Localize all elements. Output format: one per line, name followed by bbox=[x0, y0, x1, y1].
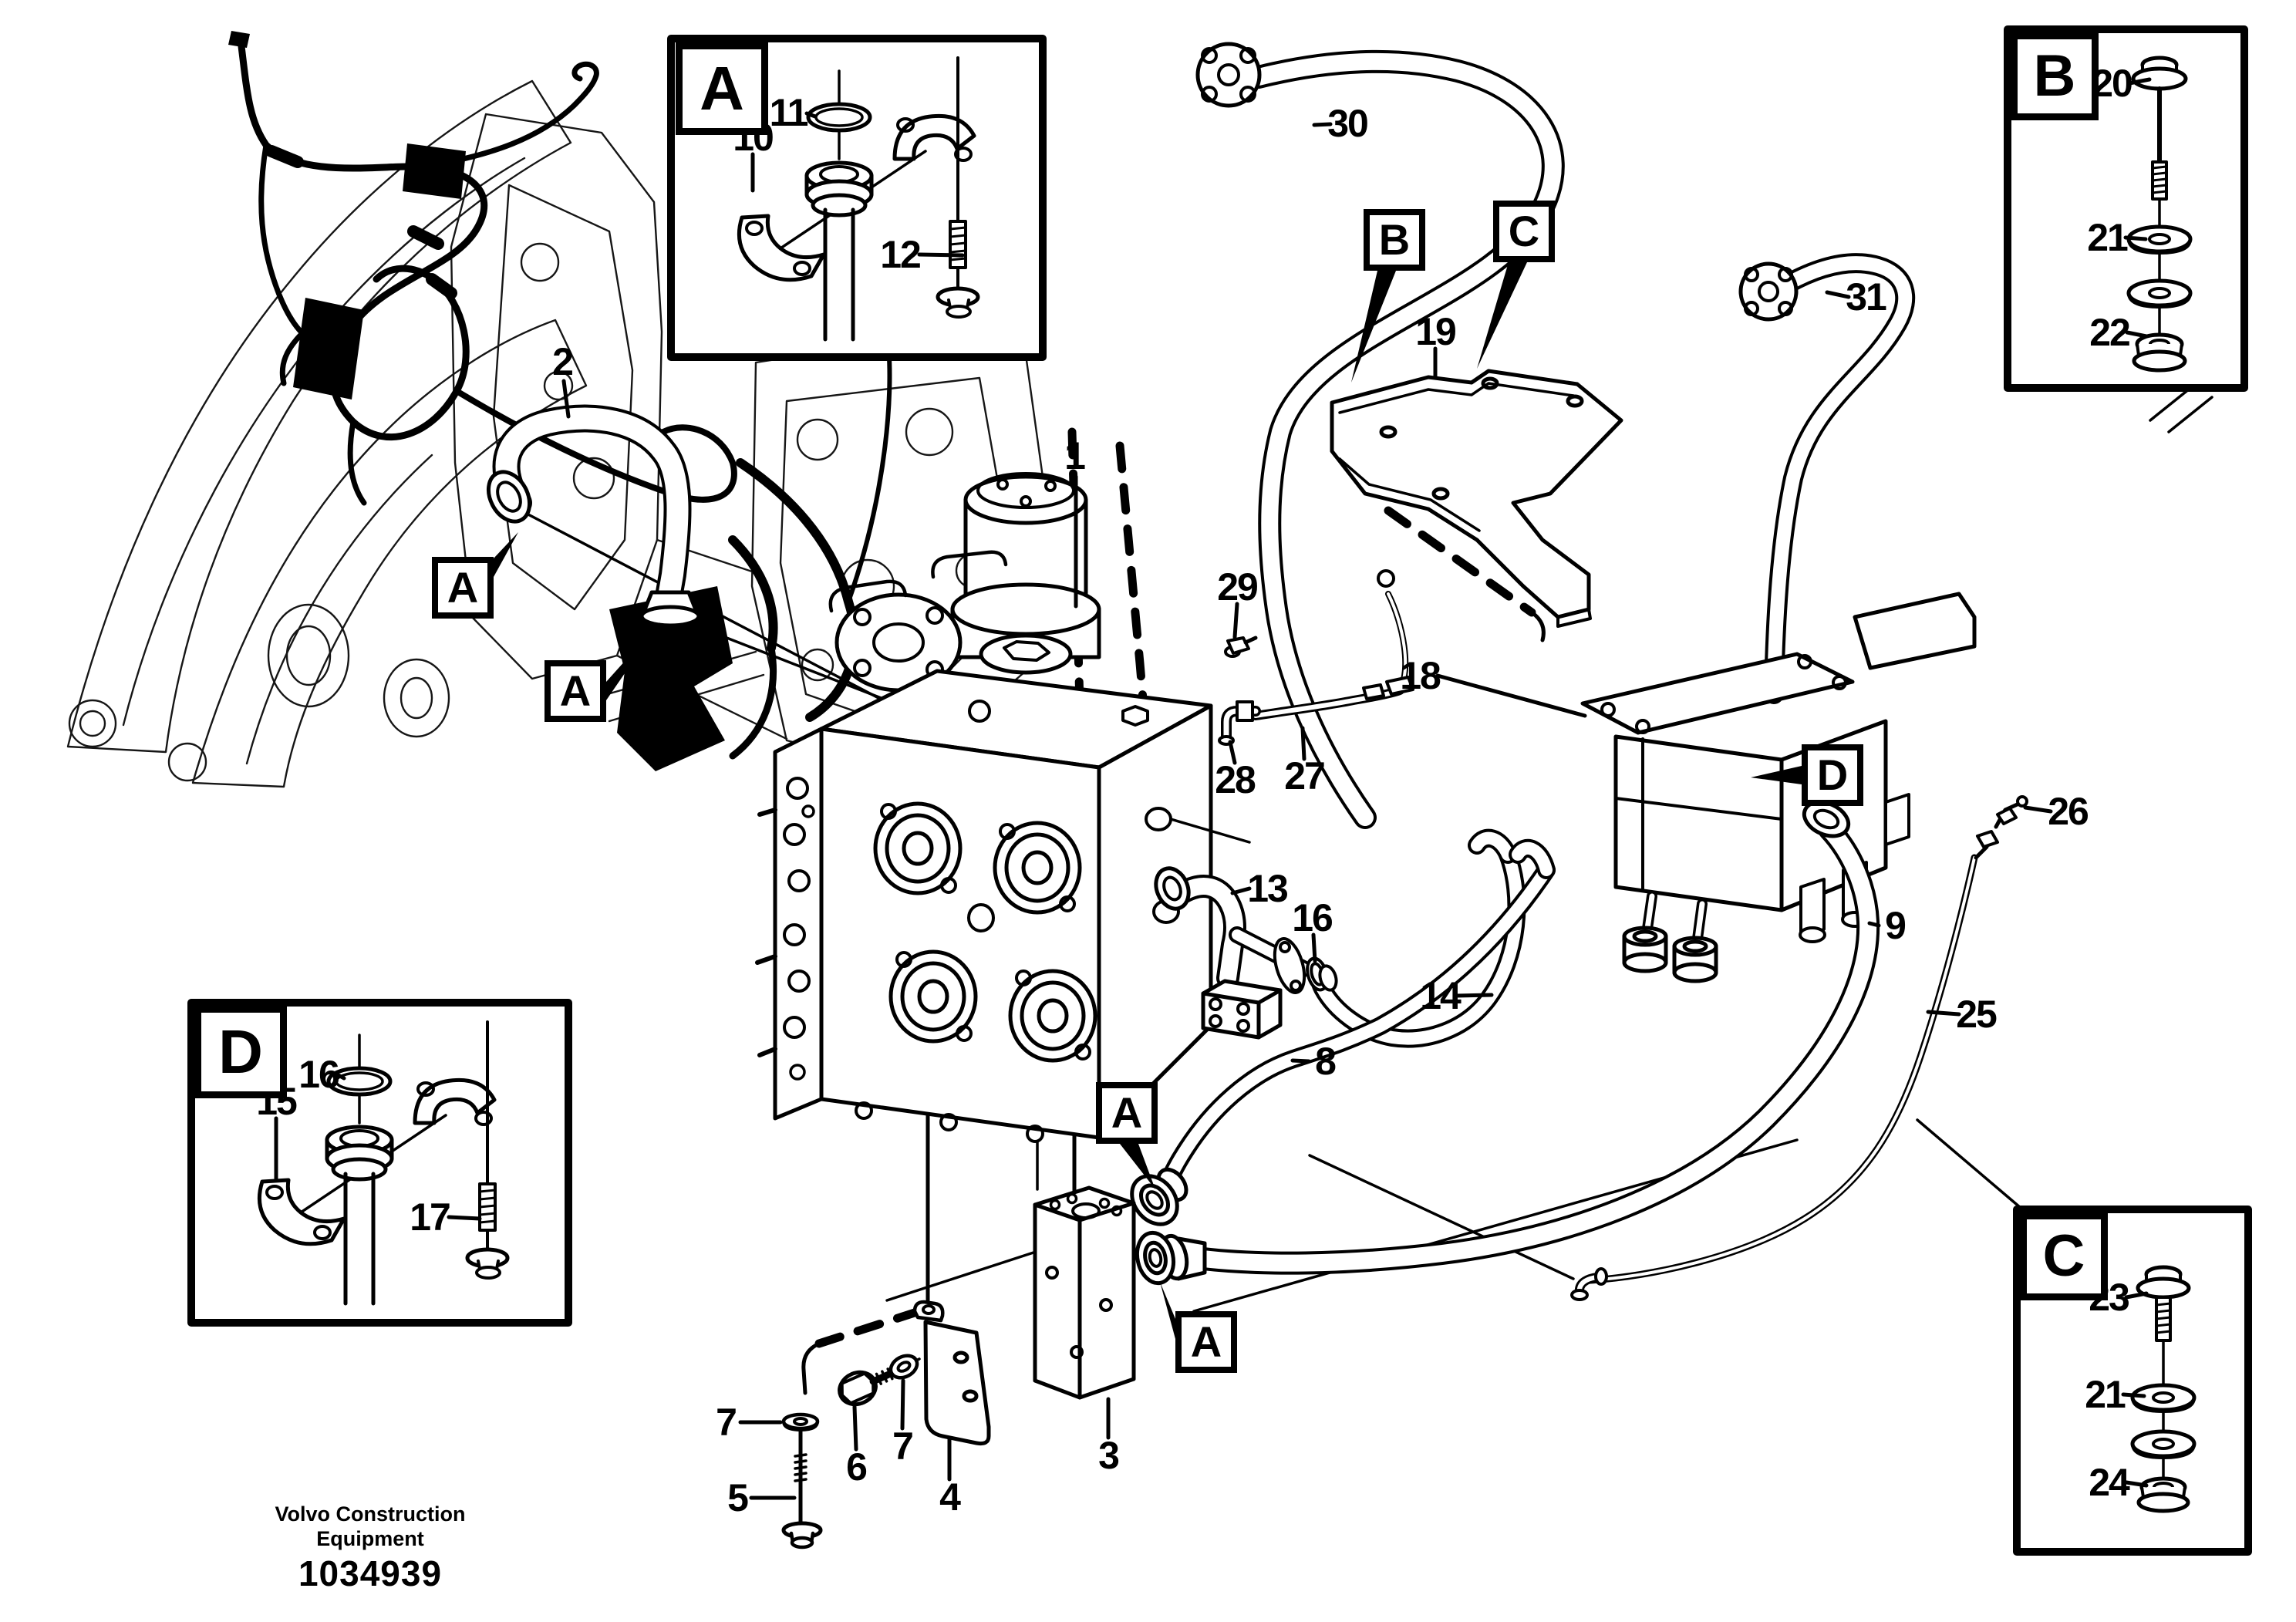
part-callout-1: 1 bbox=[1064, 434, 1086, 477]
part-callout-11: 11 bbox=[769, 91, 809, 134]
section-marker-ref-c: C bbox=[1493, 201, 1555, 262]
figure-number: 1034939 bbox=[298, 1553, 443, 1593]
section-marker-ref-a-3: A bbox=[1096, 1082, 1158, 1144]
part-callout-26: 26 bbox=[2048, 790, 2089, 833]
part-callout-2: 2 bbox=[552, 340, 574, 383]
hose-27 bbox=[1218, 569, 1414, 746]
bushing-hose8 bbox=[1130, 1167, 1188, 1226]
section-marker-ref-a-4: A bbox=[1175, 1311, 1237, 1373]
fitting-26 bbox=[1974, 795, 2028, 860]
part-callout-13: 13 bbox=[1247, 867, 1289, 910]
part-callout-17: 17 bbox=[410, 1195, 451, 1239]
hose-8 bbox=[1157, 838, 1556, 1199]
fitting-29 bbox=[1224, 636, 1258, 658]
pipe-13 bbox=[1154, 866, 1338, 1040]
part-callout-12: 12 bbox=[880, 233, 922, 276]
pipe-31 bbox=[1738, 253, 1916, 704]
part-callout-7-b: 7 bbox=[892, 1425, 914, 1468]
fitting-28 bbox=[1218, 700, 1261, 746]
part-callout-3: 3 bbox=[1098, 1434, 1120, 1477]
part-callout-25: 25 bbox=[1956, 993, 1998, 1036]
inset-letter-detail-a-chip: A bbox=[676, 42, 768, 135]
hardware-5-6-7 bbox=[781, 1354, 919, 1549]
bushing-hose9 bbox=[1135, 1230, 1189, 1286]
part-callout-4: 4 bbox=[939, 1475, 961, 1519]
cover-plate-19 bbox=[1330, 369, 1623, 628]
section-marker-ref-d: D bbox=[1802, 744, 1863, 806]
callout-leaders bbox=[561, 122, 2053, 1500]
part-callout-19: 19 bbox=[1415, 310, 1457, 353]
part-callout-27: 27 bbox=[1284, 754, 1326, 798]
control-valve-1 bbox=[755, 472, 1251, 1191]
flange-16 bbox=[1273, 937, 1338, 994]
part-callout-18: 18 bbox=[1400, 654, 1441, 697]
brand-line-1: Volvo Construction bbox=[275, 1502, 466, 1526]
part-callout-22: 22 bbox=[2089, 311, 2131, 354]
part-callout-28: 28 bbox=[1215, 758, 1256, 801]
wiring-harness bbox=[228, 31, 892, 771]
part-callout-5: 5 bbox=[727, 1476, 749, 1519]
inset-letter-detail-c-chip: C bbox=[2020, 1212, 2108, 1300]
hose-9 bbox=[1176, 800, 1880, 1281]
bracket-4 bbox=[912, 1300, 991, 1446]
part-callout-6: 6 bbox=[846, 1445, 868, 1489]
part-callout-31: 31 bbox=[1846, 275, 1887, 319]
part-callout-16-main: 16 bbox=[1292, 896, 1333, 939]
part-callout-8: 8 bbox=[1315, 1040, 1337, 1083]
part-callout-24: 24 bbox=[2089, 1461, 2130, 1504]
section-marker-ref-a-2: A bbox=[544, 660, 606, 722]
part-callout-20: 20 bbox=[2092, 62, 2133, 105]
part-callout-9: 9 bbox=[1885, 904, 1907, 947]
part-callout-21-c: 21 bbox=[2085, 1373, 2126, 1416]
section-marker-ref-a-1: A bbox=[432, 557, 494, 619]
part-callout-14: 14 bbox=[1420, 974, 1462, 1017]
inset-letter-detail-b-chip: B bbox=[2011, 32, 2099, 120]
marker-arrows bbox=[494, 262, 1802, 1339]
junction-block-3 bbox=[1033, 1185, 1136, 1400]
pipe-13-bracket bbox=[1201, 979, 1283, 1040]
part-callout-21-b: 21 bbox=[2087, 216, 2129, 259]
pipe-2 bbox=[486, 404, 701, 628]
brand-block: Volvo Construction Equipment 1034939 bbox=[275, 1502, 466, 1596]
brand-line-2: Equipment bbox=[316, 1526, 424, 1550]
part-callout-16-inset: 16 bbox=[298, 1053, 340, 1096]
part-callout-7-a: 7 bbox=[716, 1401, 737, 1444]
part-callout-30: 30 bbox=[1327, 102, 1369, 145]
inset-letter-detail-d-chip: D bbox=[194, 1006, 287, 1098]
part-callout-29: 29 bbox=[1217, 565, 1259, 609]
section-marker-ref-b: B bbox=[1364, 209, 1425, 271]
pipe-30 bbox=[1195, 42, 1565, 829]
hose-25 bbox=[1570, 795, 2028, 1301]
